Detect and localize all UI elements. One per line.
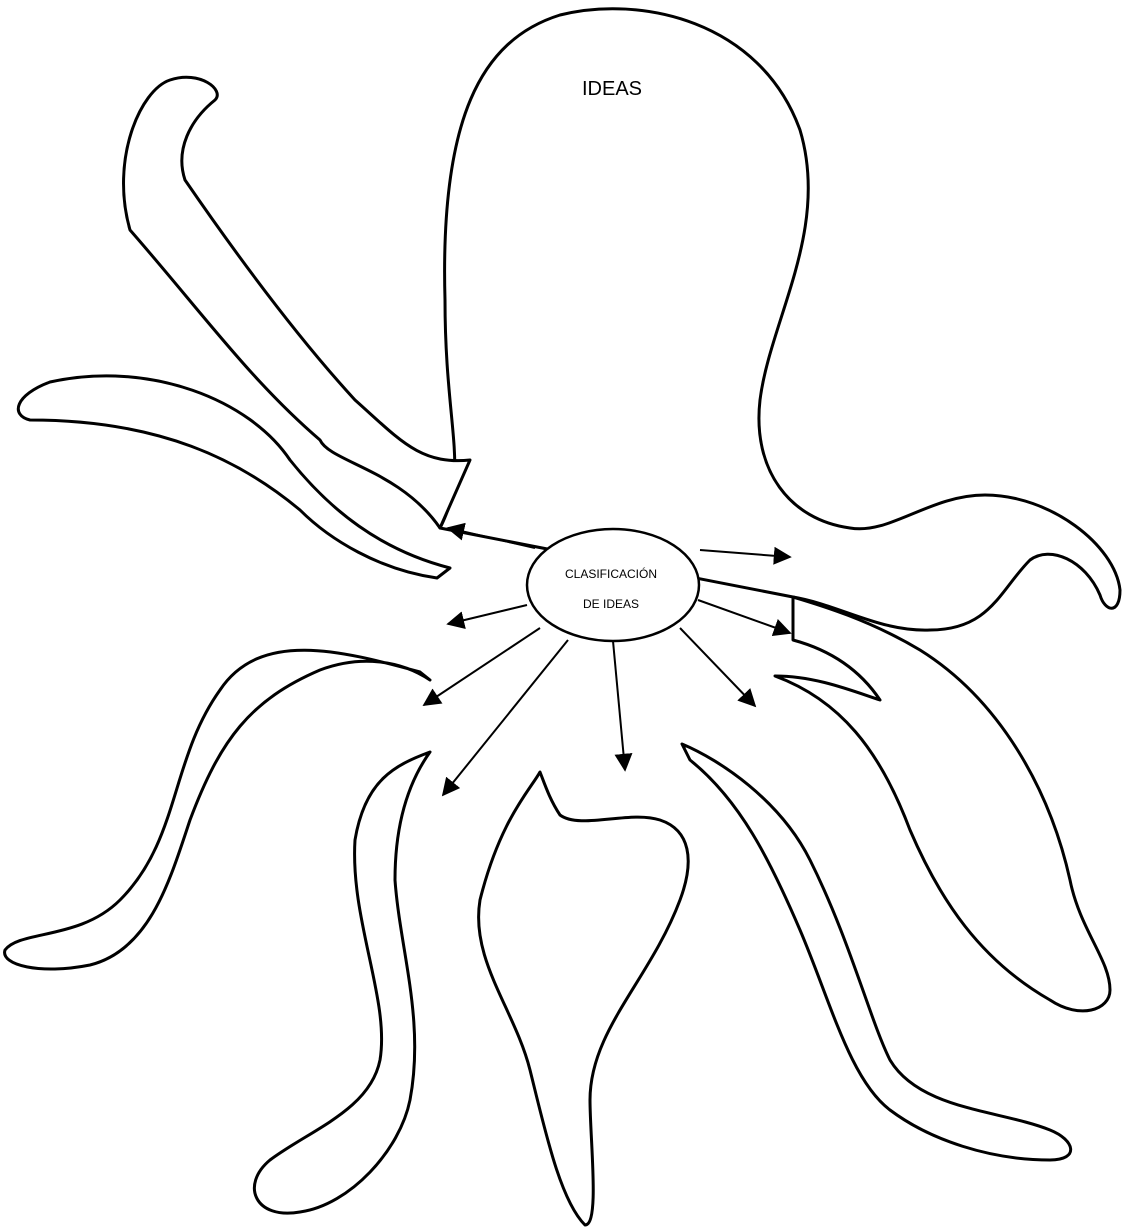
arrow-lower-left <box>424 628 540 705</box>
tentacle-bottom-left <box>254 752 430 1213</box>
octopus-head <box>440 9 1120 630</box>
classification-ellipse <box>527 529 699 641</box>
arrow-bottom-right <box>680 628 755 706</box>
head-title: IDEAS <box>582 78 642 100</box>
arrow-right <box>698 600 790 633</box>
arrow-left <box>448 605 527 624</box>
center-label-line-1: CLASIFICACIÓN <box>565 566 657 581</box>
arrow-bottom-left <box>443 640 568 795</box>
tentacle-bottom-center <box>479 772 689 1225</box>
arrow-bottom <box>613 641 625 770</box>
center-label-line-2: DE IDEAS <box>583 597 639 611</box>
tentacle-upper-left <box>124 77 470 528</box>
